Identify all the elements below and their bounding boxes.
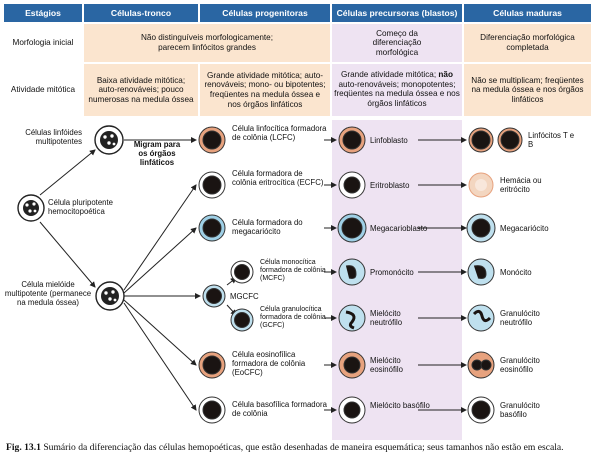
atividade-progenitor: Grande atividade mitótica; auto-renováve…	[200, 64, 330, 116]
row-label-atividade: Atividade mitótica	[10, 85, 76, 95]
header-progenitor-cells: Células progenitoras	[200, 4, 330, 22]
label-mielocito-eosinofilo: Mielócito eosinófilo	[370, 356, 403, 375]
label-hemacia: Hemácia ou eritrócito	[500, 176, 542, 195]
header-stages: Estágios	[4, 4, 82, 22]
label-granulocito-basofilo: Granulócito basófilo	[500, 401, 540, 420]
label-mega-progenitor: Célula formadora do megacariócito	[232, 218, 303, 237]
atividade-mature: Não se multiplicam; freqüentes na medula…	[464, 64, 591, 116]
header-precursor-cells: Células precursoras (blastos)	[332, 4, 462, 22]
label-granulocito-eosinofilo: Granulócito eosinófilo	[500, 356, 540, 375]
figure-caption: Fig. 13.1 Sumário da diferenciação das c…	[6, 442, 591, 454]
label-mgcfc: MGCFC	[230, 292, 259, 301]
morfologia-precursor: Começo da diferenciação morfológica	[332, 24, 462, 62]
label-linfocitos: Linfócitos T e B	[528, 131, 575, 150]
label-megacariocito: Megacariócito	[500, 224, 549, 233]
header-mature-cells: Células maduras	[464, 4, 591, 22]
atividade-precursor: Grande atividade mitótica; não auto-reno…	[332, 64, 462, 116]
label-mcfc: Célula monocítica formadora de colônia (…	[260, 259, 326, 282]
label-eocfc: Célula eosinofílica formadora de colônia…	[232, 350, 306, 378]
label-monocito: Monócito	[500, 268, 532, 277]
stem-cell-icons	[17, 125, 125, 311]
header-stem-cells: Células-tronco	[84, 4, 198, 22]
atividade-precursor-nao: não	[438, 70, 453, 79]
stem-column	[84, 120, 198, 440]
label-megacarioblasto: Megacarioblasto	[370, 224, 428, 233]
atividade-stem: Baixa atividade mitótica; auto-renovávei…	[84, 64, 198, 116]
label-baso-progenitor: Célula basofílica formadora de colônia	[232, 400, 327, 419]
precursor-cell-icons	[337, 126, 367, 424]
progenitor-cell-icons	[198, 126, 254, 424]
label-lcfc: Célula linfocítica formadora de colônia …	[232, 124, 327, 143]
label-gcfc: Célula granulocítica formadora de colôni…	[260, 306, 326, 329]
caption-text: Sumário da diferenciação das células hem…	[40, 442, 564, 453]
mature-cell-icons	[466, 127, 523, 424]
row-label-morfologia: Morfologia inicial	[12, 38, 74, 48]
label-celula-pluripotente: Célula pluripotente hemocitopoética	[48, 198, 114, 217]
label-celulas-linfoides: Células linfóides multipotentes	[25, 128, 82, 147]
label-celula-mieloide: Célula mielóide multipotente (permanece …	[4, 280, 92, 308]
label-linfoblasto: Linfoblasto	[370, 136, 408, 145]
label-mielocito-basofilo: Mielócito basófilo	[370, 401, 430, 410]
atividade-precursor-a: Grande atividade mitótica;	[341, 70, 439, 79]
label-ecfc: Célula formadora de colônia eritrocítica…	[232, 169, 324, 188]
morfologia-stem-progenitor: Não distinguíveis morfologicamente; pare…	[84, 24, 330, 62]
label-mielocito-neutrofilo: Mielócito neutrófilo	[370, 309, 403, 328]
label-granulocito-neutrofilo: Granulócito neutrófilo	[500, 309, 540, 328]
atividade-precursor-c: auto-renováveis; monopotentes; freqüente…	[334, 79, 460, 108]
caption-prefix: Fig. 13.1	[6, 442, 41, 453]
label-migram: Migram para os órgãos linfáticos	[133, 140, 181, 168]
morfologia-mature: Diferenciação morfológica completada	[464, 24, 591, 62]
label-eritroblasto: Eritroblasto	[370, 181, 410, 190]
label-promonocito: Promonócito	[370, 268, 414, 277]
